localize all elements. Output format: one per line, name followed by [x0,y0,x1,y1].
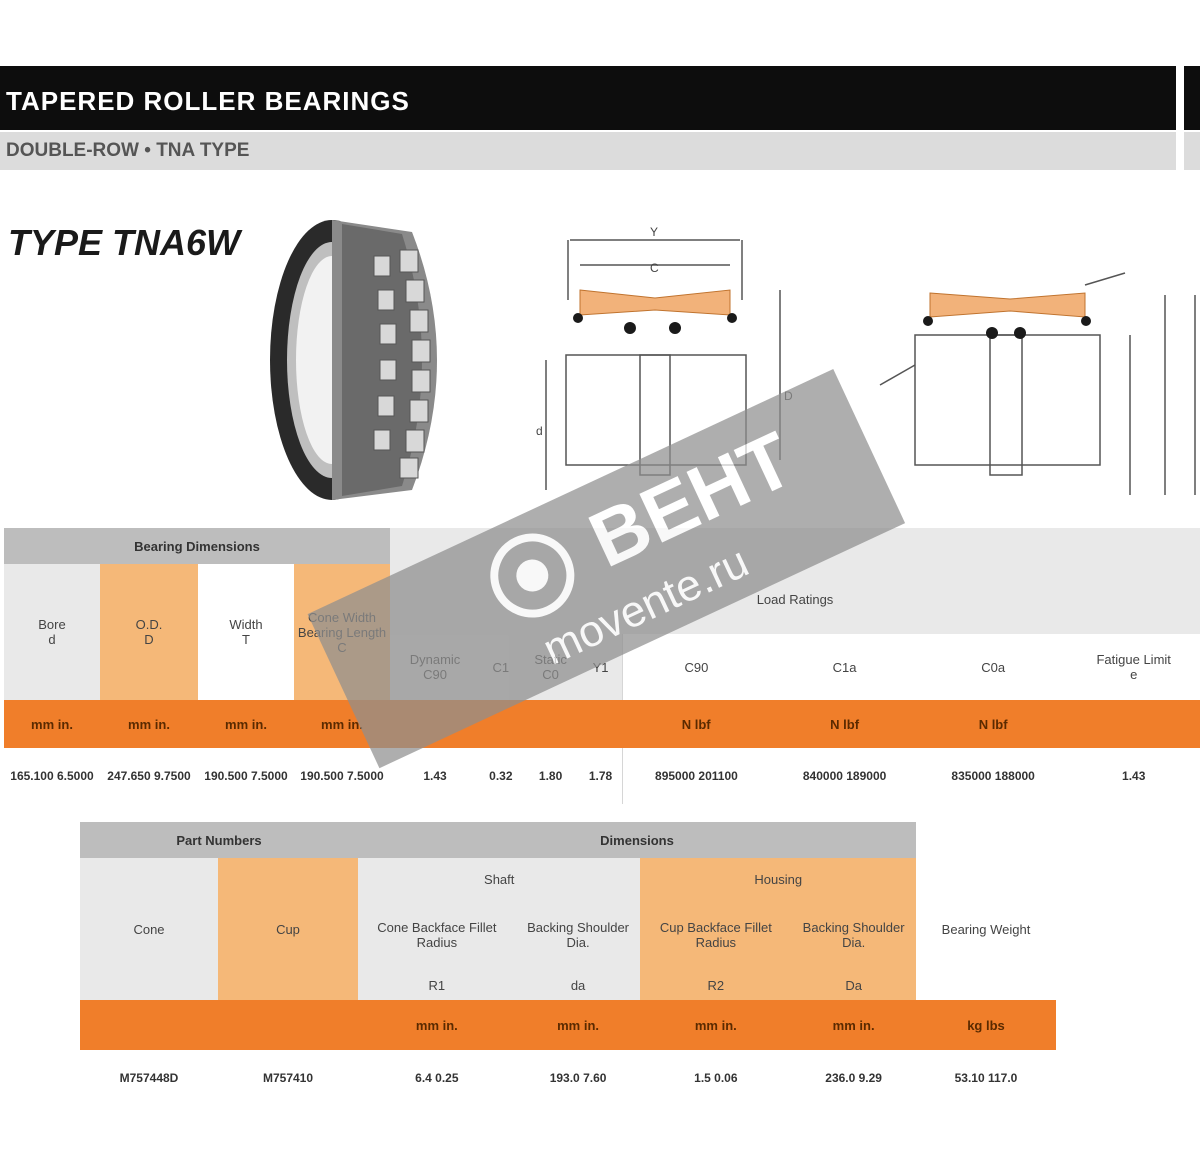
page-subtitle: DOUBLE-ROW • TNA TYPE [6,140,250,161]
sub-c0a: C0a [918,634,1068,700]
sub-e: e [1130,667,1138,682]
unit-cup-blank [218,1000,358,1050]
unit-od: mm in. [100,700,198,748]
data-ca90: 895000 201100 [621,748,771,804]
load-ratings-header: Load Ratings [390,564,1200,634]
sym-r2: R2 [640,970,792,1000]
type-label: TYPE TNA6W [8,222,241,263]
unit-width: mm in. [198,700,294,748]
unit-ca90: N lbf [622,700,771,748]
dim-label-d-bore: d [536,424,543,438]
data-cone: M757448D [119,1070,179,1085]
bearing-dimensions-header: Bearing Dimensions [4,528,390,564]
housing-header: Housing [640,858,916,900]
unit-da: mm in. [515,1000,641,1050]
dim-label-y: Y [650,225,658,239]
data-r1: 6.4 0.25 [415,1070,459,1085]
data-c1: 0.32 [489,768,513,783]
data-c1a: 840000 189000 [802,768,887,783]
data-od: 247.650 9.7500 [107,768,191,783]
top-margin [0,0,1200,66]
weight-spacer [916,822,1056,858]
col-od-symbol: D [144,632,154,647]
part-numbers-header: Part Numbers [80,822,358,858]
cross-section-diagram-2 [879,272,1196,495]
bearing-weight-label: Bearing Weight [916,858,1056,1000]
dimensions-header: Dimensions [358,822,916,858]
data-weight: 53.10 117.0 [954,1070,1018,1085]
subtitle-bar-edge [1184,132,1200,170]
unit-cone-blank [80,1000,218,1050]
shaft-header: Shaft [358,858,641,900]
sub-dynamic-label: Dynamic [409,652,461,667]
col-shaft-shoulder: Backing Shoulder Dia. [515,900,641,970]
dim-label-c: C [650,261,659,275]
col-cone: Cone [80,858,218,1000]
unit-cone-width: mm in. [294,700,390,748]
unit-c1a: N lbf [770,700,919,748]
unit-weight: kg lbs [916,1000,1056,1050]
col-bore-label: Bore [38,617,66,632]
unit-bore: mm in. [4,700,100,748]
unit-c0a: N lbf [918,700,1068,748]
dim-label-d-outer: D [784,389,793,403]
cross-section-diagram-1: Y C D d [536,225,793,490]
col-cone-width-symbol: C [337,639,347,655]
sub-ca90: C90 [621,634,771,700]
sub-c1: C1 [480,634,522,700]
part-numbers-table: Part Numbers Dimensions Cone Cup Shaft H… [80,822,1056,1106]
sub-c0: C0 [542,667,559,682]
col-width-symbol: T [242,632,250,647]
col-cone-width-label: Cone Width Bearing Length [297,609,387,640]
col-bore-symbol: d [48,632,56,647]
title-bar-edge [1184,66,1200,130]
sym-r1: R1 [358,970,516,1000]
col-od-label: O.D. [135,617,163,632]
sub-c1a: C1a [770,634,919,700]
col-cup-fillet: Cup Backface Fillet Radius [640,900,792,970]
data-r2: 1.5 0.06 [694,1070,738,1085]
unit-blank [390,700,623,748]
col-od: O.D.D [100,564,198,700]
unit-da-housing: mm in. [791,1000,916,1050]
sym-da: da [515,970,641,1000]
data-bore: 165.100 6.5000 [10,768,94,783]
data-c0a: 835000 188000 [951,768,1035,783]
sub-static-label: Static [534,652,567,667]
col-cone-fillet: Cone Backface Fillet Radius [358,900,516,970]
sym-da-housing: Da [791,970,916,1000]
data-c0: 1.80 [538,768,563,783]
sub-y1: Y1 [579,634,623,700]
data-y1: 1.78 [588,768,613,783]
data-cone-width: 190.500 7.5000 [300,768,384,783]
bearing-photo [270,220,437,500]
subtitle-bar: DOUBLE-ROW • TNA TYPE [0,132,1176,170]
col-housing-shoulder: Backing Shoulder Dia. [791,900,916,970]
title-bar: TAPERED ROLLER BEARINGS [0,66,1176,130]
load-ratings-spacer [390,528,1200,564]
data-width: 190.500 7.5000 [204,768,288,783]
data-da-housing: 236.0 9.29 [825,1070,882,1085]
sub-fatigue-label: Fatigue Limit [1096,652,1171,667]
data-e: 1.43 [1122,768,1146,783]
data-da: 193.0 7.60 [549,1070,607,1085]
unit-r2: mm in. [640,1000,792,1050]
col-width-label: Width [229,617,263,632]
unit-e-blank [1067,700,1200,748]
sub-c90: C90 [423,667,447,682]
data-c90: 1.43 [423,768,447,783]
data-cup: M757410 [262,1070,314,1085]
unit-r1: mm in. [358,1000,516,1050]
page-title: TAPERED ROLLER BEARINGS [6,86,410,116]
col-cup: Cup [218,858,358,1000]
